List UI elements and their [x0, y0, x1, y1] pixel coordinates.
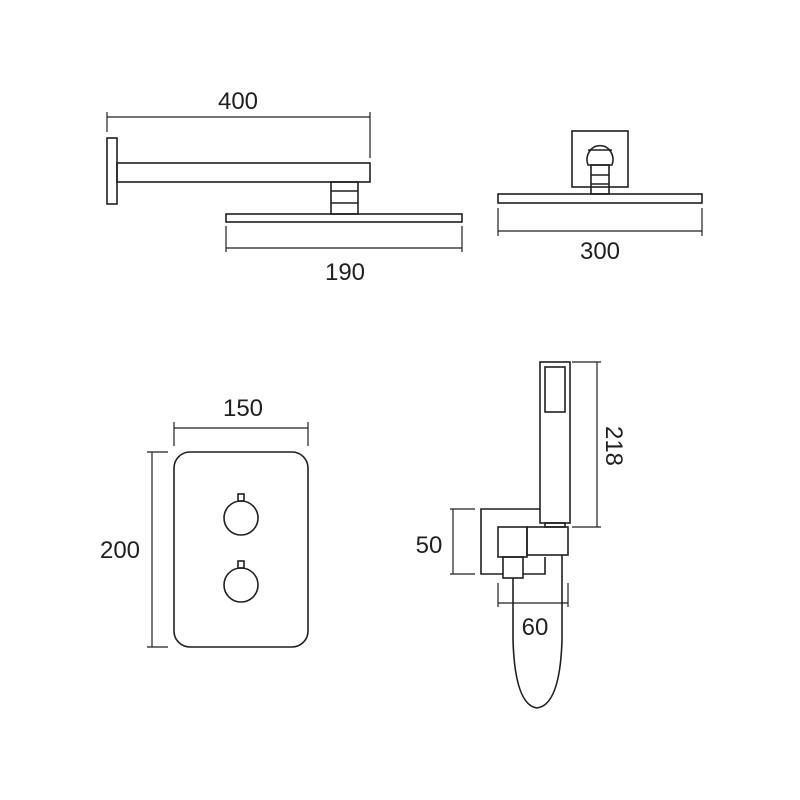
head-connector	[330, 181, 359, 215]
label-head-depth: 190	[325, 259, 365, 286]
shower-head-plate-front	[497, 193, 703, 204]
valve-cover	[173, 451, 309, 648]
dimension-arm-length: 400	[106, 88, 371, 158]
shower-head-plate	[225, 213, 463, 223]
dimension-holder-height: 50	[416, 508, 475, 575]
label-valve-width: 150	[223, 395, 263, 422]
shower-arm	[116, 162, 371, 183]
dimension-handshower-length: 218	[572, 361, 627, 528]
label-handshower-length: 218	[600, 426, 627, 466]
valve-plate	[173, 451, 309, 648]
wall-plate	[106, 137, 118, 205]
holder-block-right	[526, 526, 569, 556]
control-knob-bottom	[223, 567, 259, 603]
shower-head-front-view	[497, 130, 703, 204]
dimension-valve-width: 150	[173, 395, 309, 446]
wall-flange	[571, 130, 629, 188]
holder-block-left	[497, 526, 528, 558]
label-valve-height: 200	[100, 537, 140, 564]
label-arm-length: 400	[218, 88, 258, 115]
hose-connector	[502, 556, 524, 579]
label-holder-width: 60	[522, 614, 549, 641]
shower-hose	[512, 555, 563, 709]
label-head-width: 300	[580, 238, 620, 265]
dimension-head-depth: 190	[225, 226, 463, 286]
dimension-head-width: 300	[497, 208, 703, 265]
spray-face	[544, 366, 566, 413]
dimension-holder-width: 60	[497, 583, 569, 641]
handshower-assembly	[480, 361, 571, 709]
dimension-valve-height: 200	[100, 451, 168, 648]
control-knob-top	[223, 500, 259, 536]
shower-arm-side-view	[106, 137, 463, 223]
label-holder-height: 50	[416, 532, 443, 559]
